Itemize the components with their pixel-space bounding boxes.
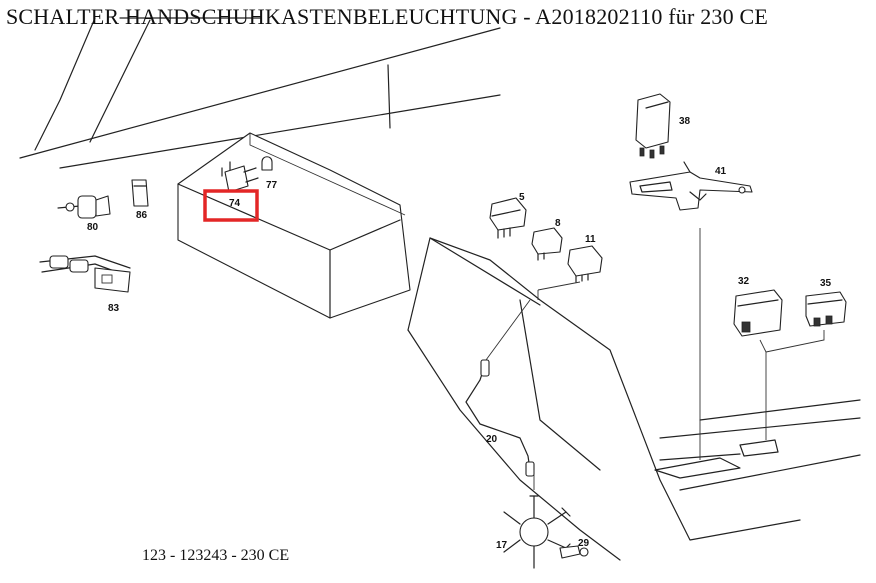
small-connector	[131, 179, 149, 207]
part-label-38[interactable]: 38	[679, 116, 691, 127]
highlight-box	[203, 189, 259, 222]
glove-box	[177, 132, 411, 319]
relay-bracket	[629, 161, 753, 211]
part-label-35[interactable]: 35	[820, 278, 832, 289]
dashboard-outline	[19, 17, 501, 169]
center-console	[407, 237, 861, 561]
part-label-83[interactable]: 83	[108, 303, 120, 314]
cable-assembly	[465, 299, 535, 477]
glovebox-light-switch	[221, 161, 259, 193]
switch-11	[567, 245, 603, 283]
wiring-plug	[39, 255, 131, 293]
part-label-80[interactable]: 80	[87, 222, 99, 233]
part-label-74[interactable]: 74	[229, 198, 241, 209]
clip-part	[261, 156, 273, 171]
part-label-41[interactable]: 41	[715, 166, 727, 177]
part-label-29[interactable]: 29	[578, 538, 590, 549]
part-label-77[interactable]: 77	[266, 180, 278, 191]
part-label-5[interactable]: 5	[519, 192, 525, 203]
switch-5	[489, 197, 527, 239]
leader-lines	[537, 228, 825, 460]
part-label-20[interactable]: 20	[486, 434, 498, 445]
switch-35	[805, 291, 847, 327]
part-label-32[interactable]: 32	[738, 276, 750, 287]
model-reference: 123 - 123243 - 230 CE	[142, 547, 290, 564]
small-bulb	[559, 545, 589, 559]
bulb-cluster	[503, 470, 571, 569]
switch-8	[531, 227, 563, 261]
page-title: SCHALTER HANDSCHUHKASTENBELEUCHTUNG - A2…	[6, 4, 769, 29]
part-label-86[interactable]: 86	[136, 210, 148, 221]
switch-32	[733, 289, 783, 337]
bulb-socket	[57, 195, 111, 219]
part-label-8[interactable]: 8	[555, 218, 561, 229]
part-label-17[interactable]: 17	[496, 540, 508, 551]
relay	[635, 93, 671, 159]
part-label-11[interactable]: 11	[585, 234, 596, 245]
